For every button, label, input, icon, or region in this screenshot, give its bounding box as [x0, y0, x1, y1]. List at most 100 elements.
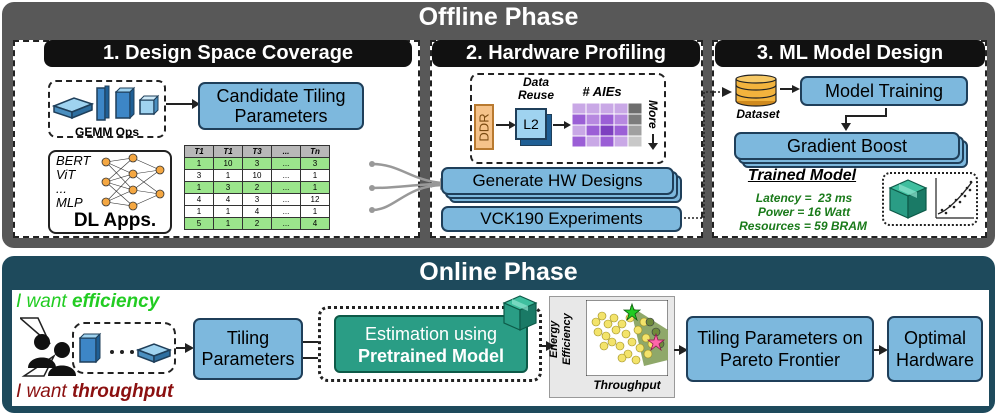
arrows-table-to-generate [369, 161, 450, 213]
trained-model-title: Trained Model [747, 167, 857, 184]
table-row: 1 3 2 ... 1 [184, 181, 330, 194]
latency-metric: Latency = 23 ms [755, 191, 853, 205]
users-icon [20, 317, 76, 377]
table-cell: 10 [242, 169, 272, 182]
model-vit: ViT [56, 167, 76, 182]
table-header-cell: Tn [300, 145, 330, 158]
power-metric: Power = 16 Watt [757, 205, 851, 219]
ml-model-design-header: 3. ML Model Design [715, 40, 985, 67]
want-efficiency-word: efficiency [71, 291, 160, 312]
table-header-cell: ... [271, 145, 301, 158]
dl-apps-label: DL Apps. [73, 210, 157, 231]
table-row: 1 1 4 ... 1 [184, 205, 330, 218]
want-throughput-word: throughput [71, 381, 174, 402]
table-cell: 1 [213, 205, 243, 218]
table-cell: 1 [300, 169, 330, 182]
table-cell: 1 [213, 217, 243, 230]
table-header-cell: T1 [213, 145, 243, 158]
table-cell: 3 [242, 193, 272, 206]
dataset-label: Dataset [736, 107, 780, 121]
want-efficiency-text: I want efficiency [16, 291, 159, 313]
table-cell: 3 [300, 157, 330, 170]
pareto-frontier-box: Tiling Parameters on Pareto Frontier [686, 316, 874, 382]
table-cell: 1 [184, 157, 214, 170]
gemm-ops-icon [52, 85, 160, 121]
model-mlp: MLP [56, 195, 83, 210]
data-reuse-label: Data Reuse [517, 75, 555, 102]
design-space-coverage-header: 1. Design Space Coverage [44, 40, 412, 67]
neural-network-icon [101, 153, 165, 211]
arrow-plot-to-pareto [674, 345, 688, 355]
table-cell: 10 [213, 157, 243, 170]
arrow-gemm-to-tiling [176, 343, 194, 353]
x-axis-label: Throughput [593, 378, 661, 392]
arrow-l2-to-aies [553, 121, 571, 129]
hardware-profiling-header: 2. Hardware Profiling [432, 40, 700, 67]
l2-label: L2 [523, 116, 539, 132]
table-row: 1 10 3 ... 3 [184, 157, 330, 170]
table-header-cell: T3 [242, 145, 272, 158]
estimation-line1: Estimation using [364, 324, 498, 344]
table-cell: 3 [242, 157, 272, 170]
want-efficiency-prefix: I want [16, 291, 72, 312]
model-bert: BERT [56, 153, 91, 168]
dataset-icon [735, 74, 777, 107]
table-cell: 2 [242, 217, 272, 230]
online-phase-title: Online Phase [419, 258, 578, 286]
table-header-cell: T1 [184, 145, 214, 158]
table-cell: 4 [300, 217, 330, 230]
l2-block: L2 [515, 108, 547, 140]
arrow-dataset-to-training [780, 85, 800, 93]
table-cell: 1 [184, 181, 214, 194]
gemm-ops-input-icon [78, 332, 172, 364]
tiling-table: T1 T1 T3 ... Tn 1 10 3 ... 3 3 1 10 ... … [184, 145, 330, 230]
arrow-ddr-to-l2 [496, 121, 516, 129]
model-ellipsis: ... [56, 181, 67, 196]
table-cell: 2 [242, 181, 272, 194]
arrow-estimation-to-plot [541, 341, 555, 351]
table-cell: 4 [184, 193, 214, 206]
table-cell: 1 [184, 205, 214, 218]
more-arrow [648, 134, 658, 150]
y-axis-label: Energy Efficiency [548, 313, 573, 365]
model-cube-icon [888, 179, 928, 219]
model-list: BERT ViT ... MLP [56, 154, 106, 210]
arrow-vck-to-dataset [684, 87, 732, 219]
estimation-line2: Pretrained Model [357, 346, 505, 366]
arrow-pareto-to-optimal [874, 345, 888, 355]
want-throughput-text: I want throughput [16, 381, 173, 403]
estimation-box: Estimation using Pretrained Model [334, 315, 528, 373]
table-cell: ... [271, 193, 301, 206]
gemm-ops-label: GEMM Ops [74, 125, 139, 139]
candidate-tiling-box: Candidate Tiling Parameters [198, 82, 364, 130]
table-cell: ... [271, 157, 301, 170]
more-label: More [646, 100, 660, 129]
table-cell: 4 [242, 205, 272, 218]
aies-label: # AIEs [582, 84, 622, 99]
table-cell: ... [271, 181, 301, 194]
scatter-fit-icon [935, 178, 974, 219]
table-cell: 1 [213, 169, 243, 182]
model-training-box: Model Training [800, 76, 968, 106]
ddr-label: DDR [476, 112, 492, 142]
table-cell: 12 [300, 193, 330, 206]
pretrained-cube-icon [502, 295, 538, 331]
offline-phase-title: Offline Phase [418, 3, 579, 31]
table-cell: 3 [213, 181, 243, 194]
table-row: 5 1 2 ... 4 [184, 217, 330, 230]
table-cell: 1 [300, 181, 330, 194]
table-cell: ... [271, 217, 301, 230]
online-tiling-parameters-box: Tiling Parameters [193, 318, 303, 380]
arrow-gemm-to-candidate [166, 99, 200, 109]
table-cell: 5 [184, 217, 214, 230]
resources-metric: Resources = 59 BRAM [739, 219, 867, 233]
arrow-training-to-boost [841, 108, 887, 131]
table-row: 3 1 10 ... 1 [184, 169, 330, 182]
table-cell: 3 [184, 169, 214, 182]
aie-array-grid [572, 103, 642, 147]
pareto-scatter [586, 300, 668, 376]
want-throughput-prefix: I want [16, 381, 72, 402]
table-row: 4 4 3 ... 12 [184, 193, 330, 206]
generate-hw-designs-box: Generate HW Designs [441, 167, 674, 195]
optimal-hardware-box: Optimal Hardware [887, 316, 983, 382]
